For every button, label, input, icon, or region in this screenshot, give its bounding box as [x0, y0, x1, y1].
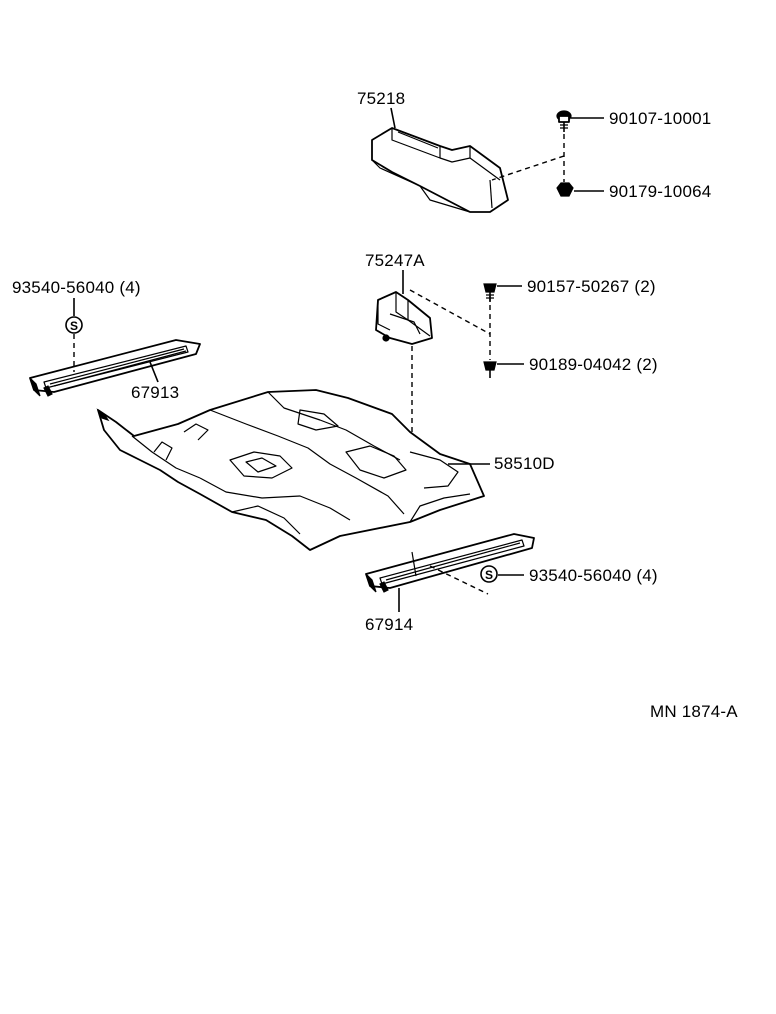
label-90107-10001: 90107-10001 — [609, 109, 712, 128]
bracket-75247A — [375, 291, 433, 345]
floor-carpet-58510D — [96, 389, 485, 551]
s-mark-right-icon: S — [480, 565, 498, 583]
label-90189-04042: 90189-04042 (2) — [529, 355, 658, 374]
console-box-75218 — [371, 127, 509, 213]
svg-text:S: S — [70, 319, 78, 333]
label-93540-left: 93540-56040 (4) — [12, 278, 141, 297]
label-90157-50267: 90157-50267 (2) — [527, 277, 656, 296]
leader-75218 — [390, 107, 396, 129]
label-75247A: 75247A — [365, 251, 425, 270]
screw-90157-50267 — [483, 283, 497, 302]
bolt-90107-10001 — [556, 110, 572, 132]
label-67913: 67913 — [131, 383, 180, 402]
label-67914: 67914 — [365, 615, 414, 634]
s-mark-left-icon: S — [65, 316, 83, 334]
scuff-plate-67913 — [29, 339, 201, 397]
scuff-plate-67914 — [365, 533, 535, 593]
dash-75247A-screws — [409, 289, 491, 335]
leader-67913 — [149, 361, 159, 383]
label-58510D: 58510D — [494, 454, 555, 473]
diagram-code: MN 1874-A — [650, 702, 738, 721]
dash-75218-box — [491, 155, 565, 181]
nut-90179-10064 — [556, 182, 574, 197]
label-75218: 75218 — [357, 89, 406, 108]
svg-text:S: S — [485, 568, 493, 582]
dash-67914-clip — [429, 565, 489, 595]
screw-90189-04042 — [483, 361, 497, 378]
label-90179-10064: 90179-10064 — [609, 182, 712, 201]
label-93540-right: 93540-56040 (4) — [529, 566, 658, 585]
